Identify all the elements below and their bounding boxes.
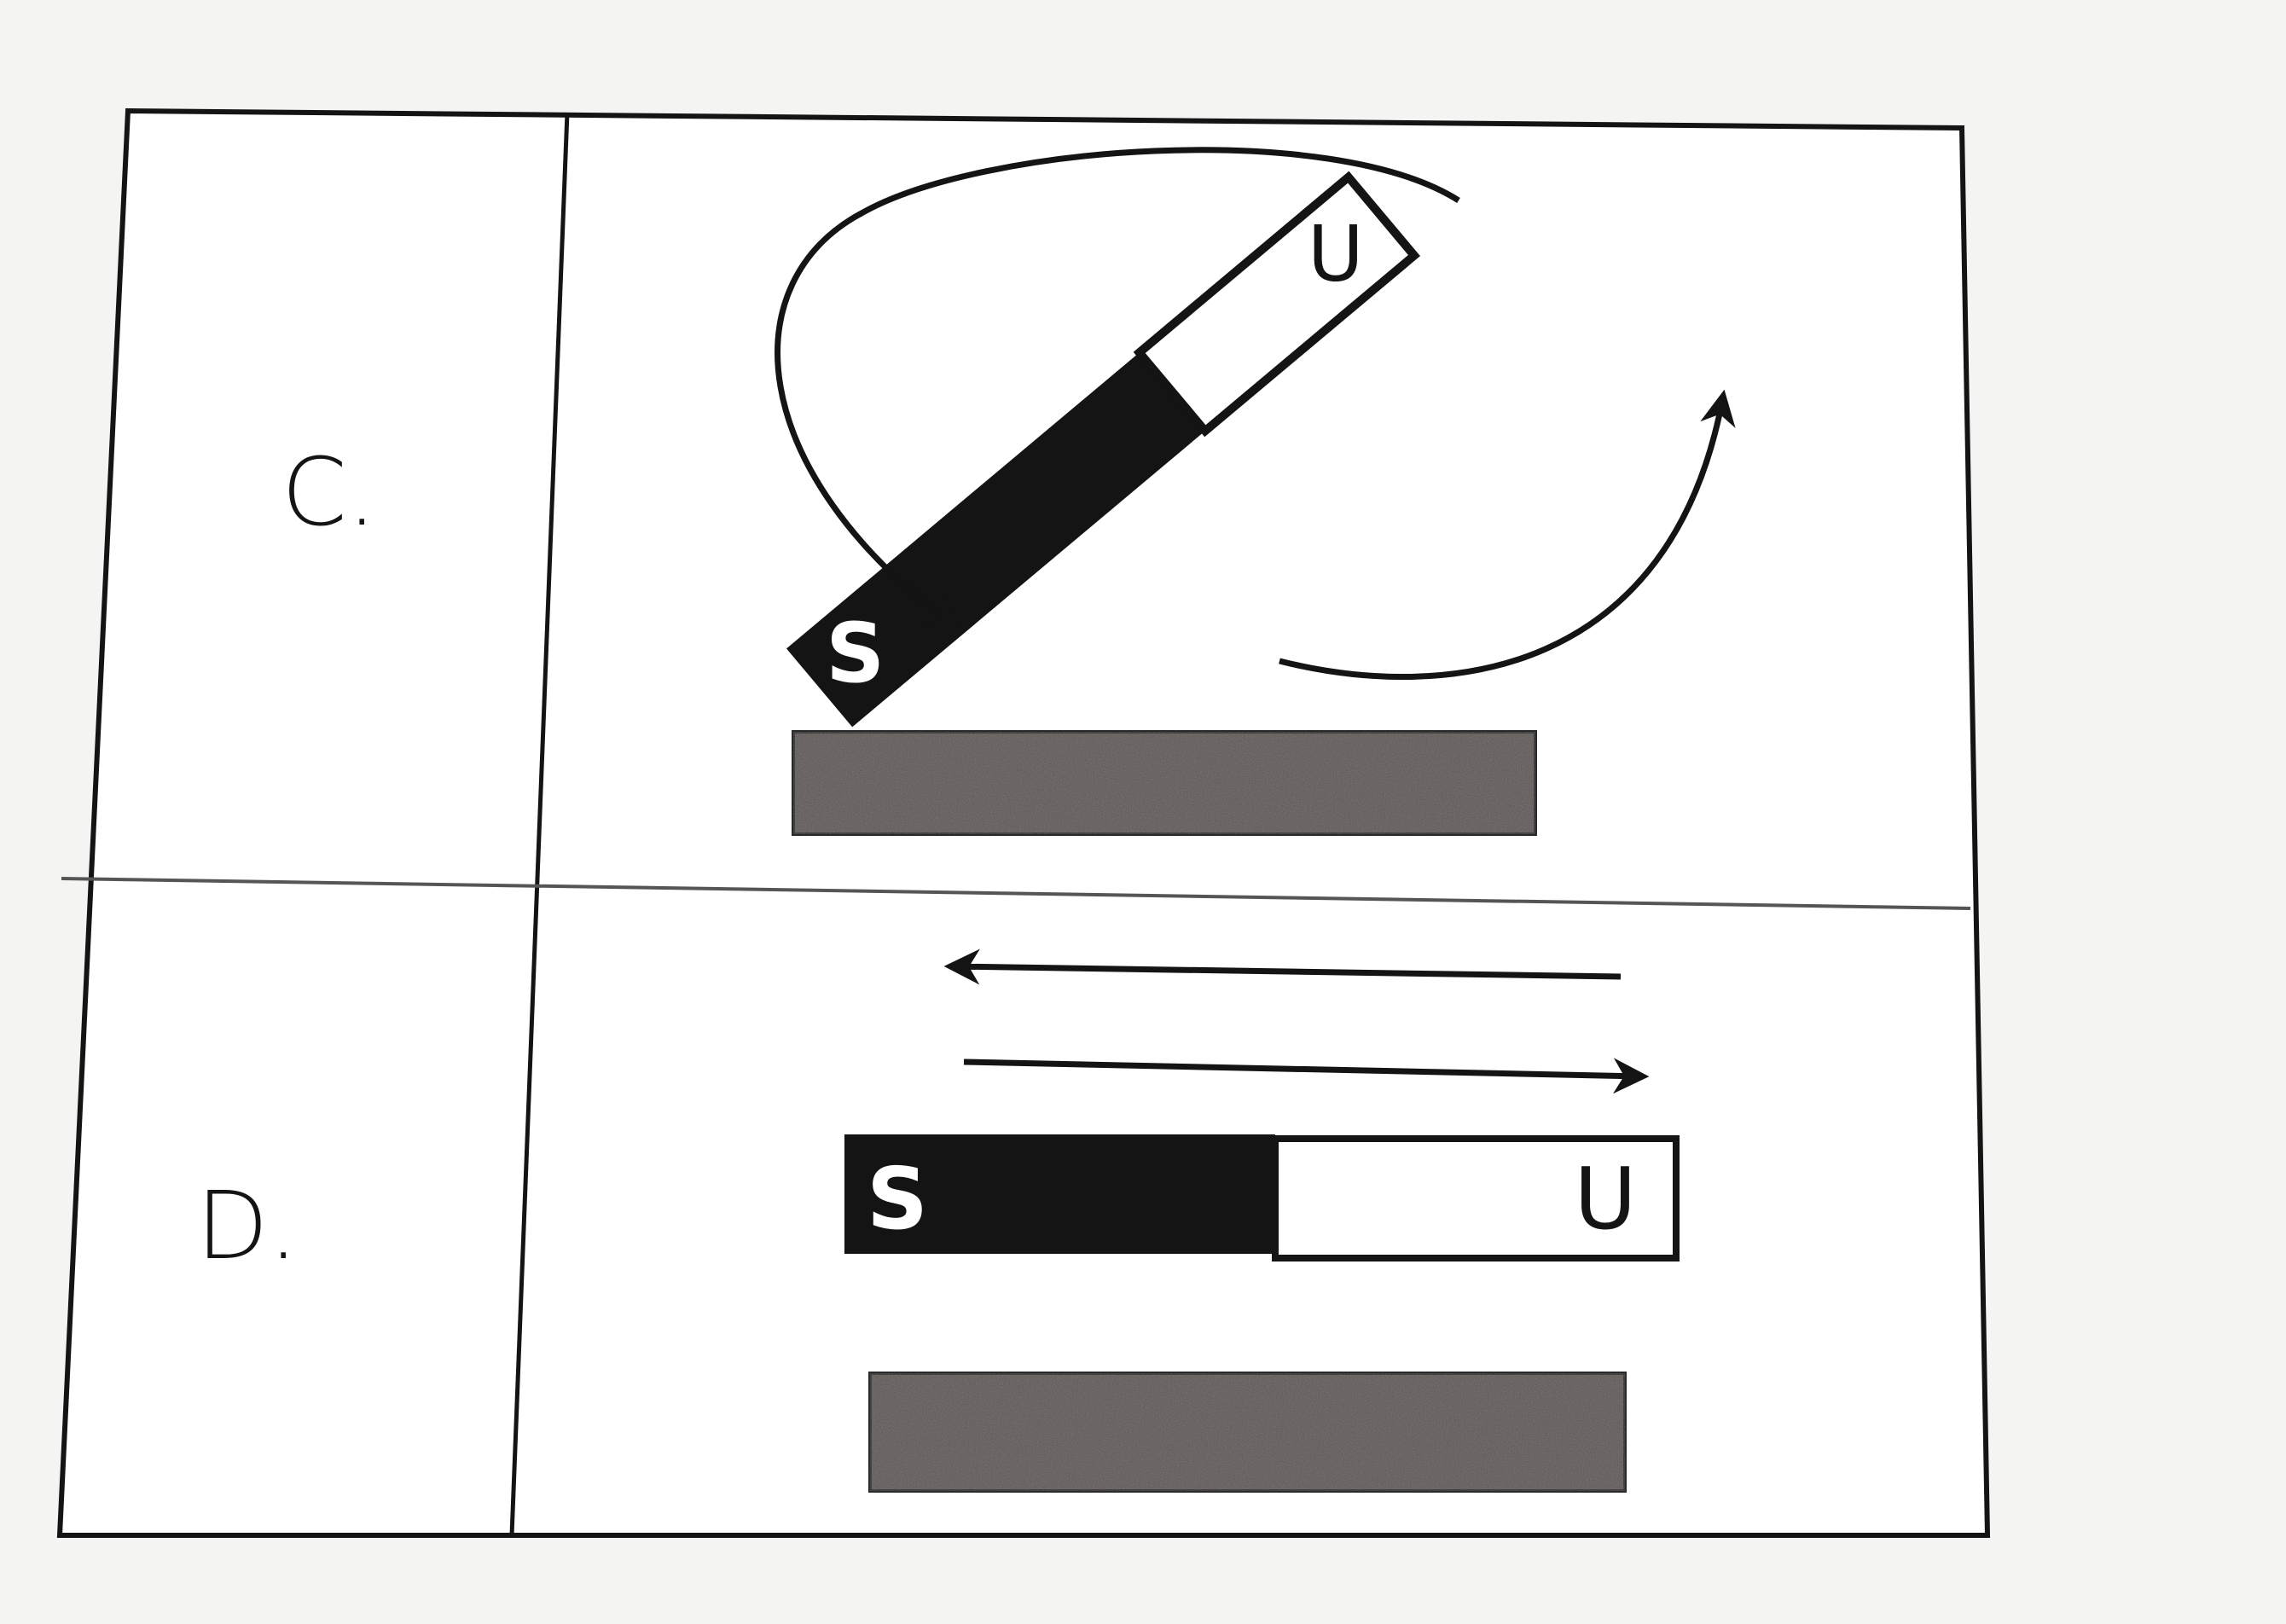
magnet-north-pole-label: U [1308,210,1364,299]
magnet-d-north-half [1272,1135,1680,1262]
horizontal-bar-magnet: S U [844,1134,1680,1262]
column-divider [509,112,570,1536]
magnet-d-north-pole-label: U [1574,1149,1636,1249]
magnet-d-south-half [844,1134,1275,1254]
row-label-c: C. [281,438,377,547]
arrow-left [943,948,1622,985]
row-label-d: D. [196,1171,299,1280]
magnet-d-south-pole-label: S [867,1149,928,1249]
field-line-arrow-upper [775,147,1460,632]
iron-bar-d-texture [870,1373,1625,1491]
magnet-north-half [1133,171,1421,438]
field-line-arrow-lower [1279,389,1736,680]
row-divider [61,877,1971,910]
arrow-right [963,1058,1650,1094]
magnet-south-half [786,352,1205,728]
iron-bar-c-texture [793,732,1535,834]
tilted-bar-magnet: S U [786,171,1421,728]
magnet-south-pole-label: S [826,606,885,701]
